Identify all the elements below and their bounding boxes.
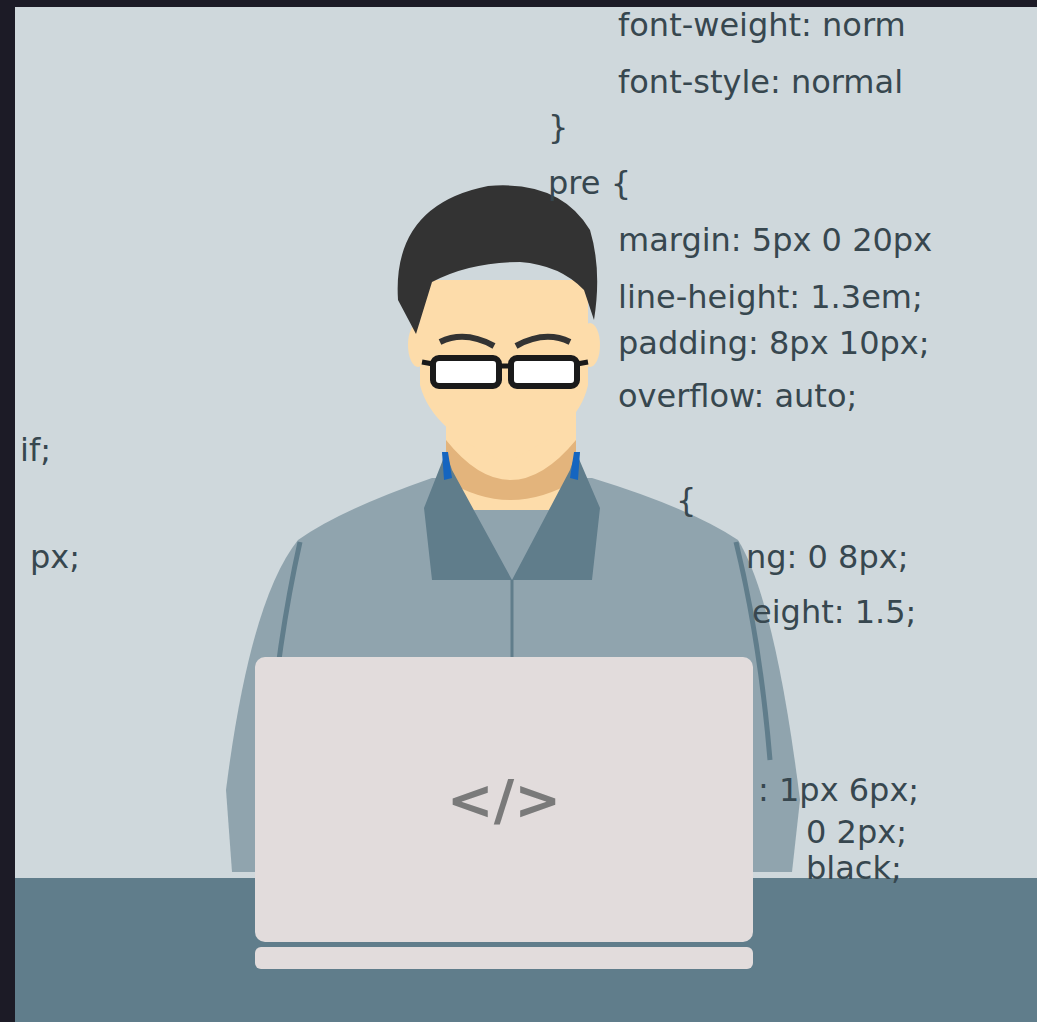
code-text: font-weight: norm [618,6,906,44]
code-text: } [548,108,568,146]
face [420,280,588,462]
code-text: overflow: auto; [618,377,857,415]
code-text: ng: 0 8px; [746,538,908,576]
collar [424,452,512,580]
glasses-bridge [499,364,511,369]
undershirt [570,452,580,480]
placket [511,580,514,660]
code-text: line-height: 1.3em; [618,278,923,316]
code-text: eight: 1.5; [752,593,916,631]
code-text: font-style: normal [618,63,903,101]
code-text: px; [30,538,80,576]
eyebrow [516,337,570,346]
glasses-arm [422,362,588,364]
eyebrow [440,337,494,346]
code-text: 0 2px; [806,813,907,851]
code-text: if; [20,431,51,469]
code-text: margin: 5px 0 20px [618,221,932,259]
glasses-lens [511,358,577,386]
code-text: padding: 8px 10px; [618,324,930,362]
hair [398,185,598,334]
collar [512,452,600,580]
glasses-lens [433,358,499,386]
code-text: { [676,481,696,519]
code-text: black; [806,849,902,887]
laptop-lid [255,657,753,942]
code-text: : 1px 6px; [758,771,919,809]
undershirt [442,452,452,480]
background [15,7,1037,1022]
code-text: pre { [548,164,631,202]
laptop-logo: </> [447,768,561,832]
laptop-base [255,947,753,969]
